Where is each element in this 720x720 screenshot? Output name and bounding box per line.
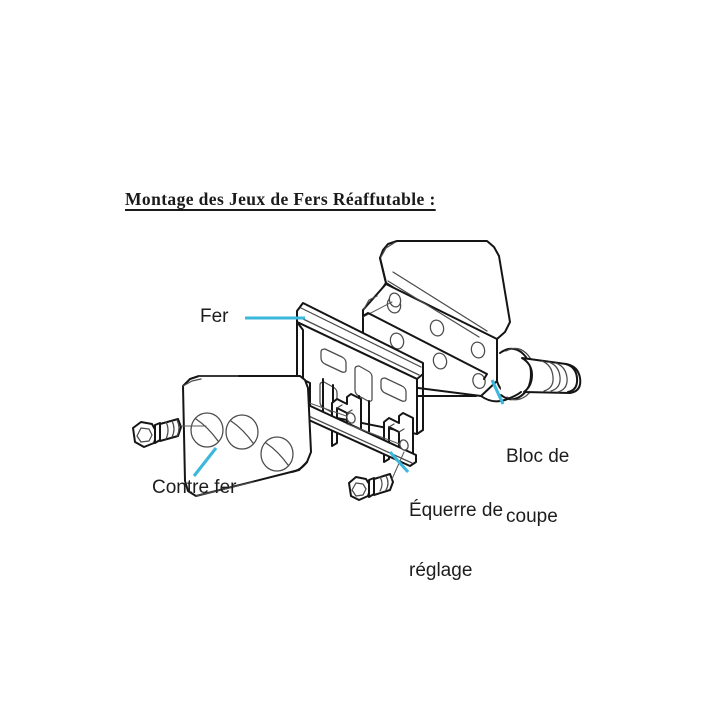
leader-line-bloc-de-coupe [490,379,505,405]
label-bloc-de-coupe-line1: Bloc de [506,446,570,467]
label-bloc-de-coupe-line2: coupe [506,506,558,527]
label-equerre-de-reglage: Équerre de réglage [409,461,503,621]
leader-lines [192,316,505,477]
leader-line-contre-fer [192,447,218,477]
part-boulon-inferieur [348,451,405,501]
label-equerre-line1: Équerre de [409,500,504,521]
label-contre-fer: Contre fer [152,477,237,498]
part-bloc-de-coupe [361,240,582,403]
page-title: Montage des Jeux de Fers Réaffutable : [125,189,436,209]
part-fer [296,302,424,435]
label-bloc-de-coupe: Bloc de coupe [506,407,569,567]
part-boulon-superieur [132,418,207,448]
contre-fer-holes [190,412,294,472]
part-contre-fer [182,375,312,497]
label-fer: Fer [200,306,229,327]
label-equerre-line2: réglage [409,560,473,581]
leader-line-equerre [388,450,410,474]
